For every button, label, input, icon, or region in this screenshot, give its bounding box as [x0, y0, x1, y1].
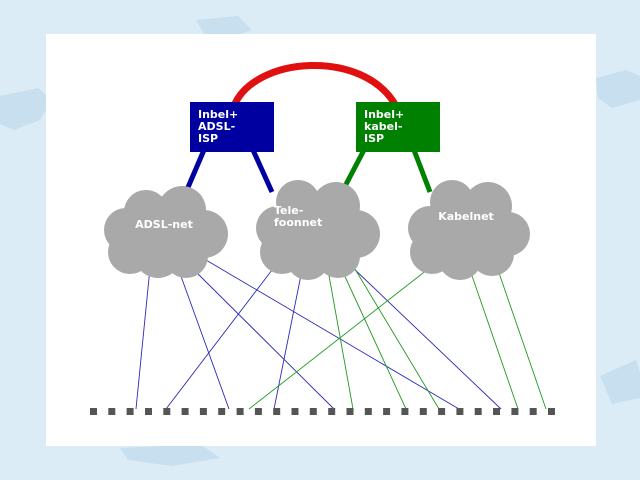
subscriber-port — [401, 408, 409, 415]
cloud-label: Kabelnet — [438, 210, 494, 223]
subscriber-port — [181, 408, 189, 415]
adsl-access-line — [135, 267, 151, 410]
kabel-access-line — [469, 269, 519, 410]
subscriber-port — [511, 408, 519, 415]
isp-interconnect-arc — [230, 62, 400, 108]
subscriber-port — [419, 408, 427, 415]
box-label-line: Inbel+ — [364, 108, 404, 121]
map-shape — [196, 16, 252, 36]
adsl-access-line — [273, 269, 303, 410]
adsl-isp-uplink — [183, 149, 207, 193]
cloud-label-line: Kabelnet — [438, 210, 494, 223]
kabel-isp-box — [356, 102, 440, 152]
subscriber-port — [346, 408, 354, 415]
access-lines — [135, 259, 547, 410]
adsl-access-line — [177, 267, 230, 410]
subscriber-port — [383, 408, 391, 415]
map-shape — [120, 444, 220, 466]
subscriber-port — [548, 408, 555, 415]
map-shape — [0, 88, 52, 130]
subscriber-port — [456, 408, 464, 415]
subscriber-port — [218, 408, 226, 415]
adsl-access-line — [191, 267, 335, 410]
subscriber-port — [364, 408, 372, 415]
subscriber-port — [328, 408, 336, 415]
adsl-isp-uplink — [250, 148, 275, 194]
subscriber-port — [254, 408, 262, 415]
cloud-label-line: foonnet — [274, 216, 322, 229]
subscriber-ports — [90, 408, 555, 415]
cloud-kabelnet: Kabelnet — [408, 180, 530, 280]
kabel-access-line — [248, 265, 433, 410]
subscriber-port — [199, 408, 207, 415]
subscriber-port — [529, 408, 537, 415]
kabel-isp-label: Inbel+ kabel- ISP — [364, 108, 408, 145]
map-shape — [596, 70, 640, 108]
box-label-line: ADSL- — [198, 120, 235, 133]
adsl-isp-box — [190, 102, 274, 152]
kabel-access-line — [351, 263, 440, 410]
box-label-line: Inbel+ — [198, 108, 238, 121]
subscriber-port — [474, 408, 482, 415]
cloud-label-line: Tele- — [274, 204, 303, 217]
diagram-panel: ADSL-net Tele- foonnet — [46, 34, 596, 446]
node-adsl-isp: Inbel+ ADSL- ISP — [190, 102, 274, 152]
box-label-line: kabel- — [364, 120, 402, 133]
kabel-isp-uplink — [411, 149, 433, 193]
kabel-access-line — [327, 269, 354, 410]
cloud-label: Tele- foonnet — [274, 204, 322, 229]
kabel-access-line — [341, 269, 407, 410]
subscriber-port — [236, 408, 244, 415]
map-shape — [600, 360, 640, 404]
cloud-adsl-net: ADSL-net — [104, 186, 228, 278]
node-kabel-isp: Inbel+ kabel- ISP — [356, 102, 440, 152]
subscriber-port — [90, 408, 97, 415]
subscriber-port — [126, 408, 134, 415]
kabel-access-line — [497, 269, 547, 410]
box-label-line: ISP — [198, 132, 218, 145]
subscriber-port — [163, 408, 171, 415]
cloud-telefoonnet: Tele- foonnet — [256, 180, 380, 280]
subscriber-port — [309, 408, 317, 415]
adsl-access-line — [205, 259, 460, 410]
subscriber-port — [273, 408, 281, 415]
box-label-line: ISP — [364, 132, 384, 145]
subscriber-port — [493, 408, 500, 415]
adsl-isp-label: Inbel+ ADSL- ISP — [198, 108, 242, 145]
network-diagram: ADSL-net Tele- foonnet — [90, 62, 555, 415]
adsl-access-line — [165, 269, 273, 410]
subscriber-port — [145, 408, 152, 415]
cloud-label-line: ADSL-net — [135, 218, 193, 231]
subscriber-port — [108, 408, 116, 415]
subscriber-port — [291, 408, 299, 415]
subscriber-port — [438, 408, 446, 415]
adsl-access-line — [350, 265, 502, 410]
cloud-label: ADSL-net — [135, 218, 193, 231]
